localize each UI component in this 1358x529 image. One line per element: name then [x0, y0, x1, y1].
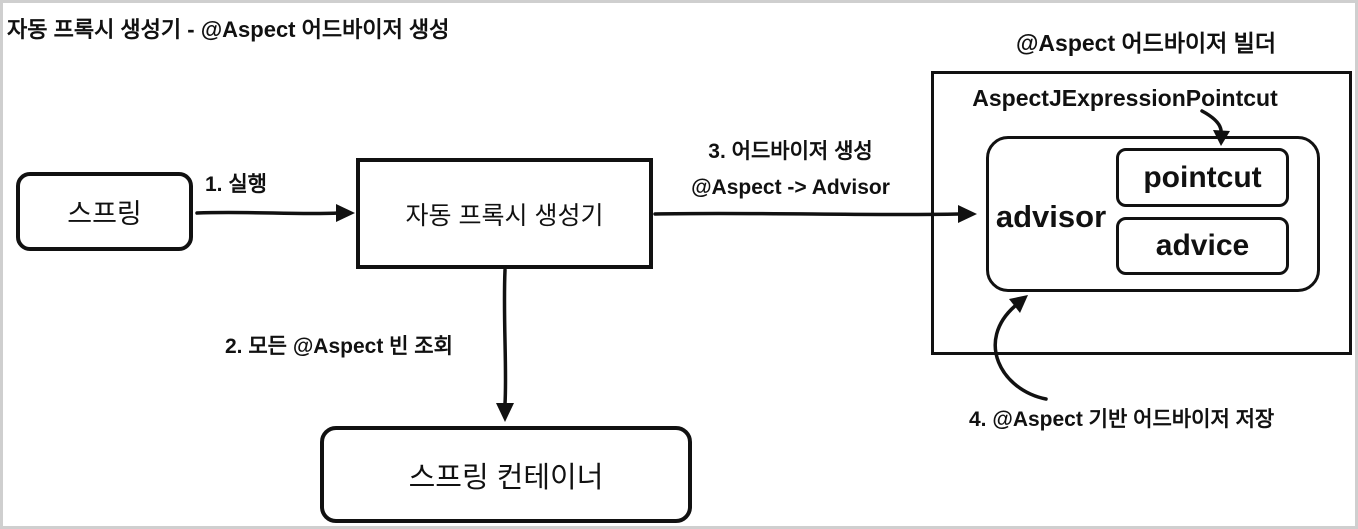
- step1-label: 1. 실행: [205, 173, 267, 196]
- diagram-title: 자동 프록시 생성기 - @Aspect 어드바이저 생성: [7, 17, 450, 42]
- step1-arrow-line: [195, 210, 341, 216]
- advisor-label: advisor: [995, 199, 1107, 234]
- step2-arrow-line: [502, 268, 508, 406]
- step1-arrow: [195, 204, 355, 222]
- step2-arrowhead: [496, 403, 514, 422]
- step2-label: 2. 모든 @Aspect 빈 조회: [225, 335, 453, 358]
- step3-arrow-line: [653, 211, 961, 217]
- auto-proxy-creator-node: 자동 프록시 생성기: [356, 158, 653, 269]
- spring-node: 스프링: [16, 172, 193, 251]
- step1-arrowhead: [336, 204, 355, 222]
- pointcut-node: pointcut: [1116, 148, 1289, 207]
- advice-node: advice: [1116, 217, 1289, 275]
- step4-label: 4. @Aspect 기반 어드바이저 저장: [969, 408, 1275, 431]
- builder-title: @Aspect 어드바이저 빌더: [1015, 30, 1277, 56]
- spring-container-node: 스프링 컨테이너: [320, 426, 692, 523]
- step3-label: 3. 어드바이저 생성 @Aspect -> Advisor: [663, 134, 918, 206]
- step2-arrow: [496, 268, 514, 422]
- step3-arrow: [653, 205, 977, 223]
- step3-label-line1: 3. 어드바이저 생성: [708, 140, 873, 163]
- aspectj-expression-pointcut-label: AspectJExpressionPointcut: [972, 85, 1278, 111]
- step3-label-line2: @Aspect -> Advisor: [691, 176, 890, 199]
